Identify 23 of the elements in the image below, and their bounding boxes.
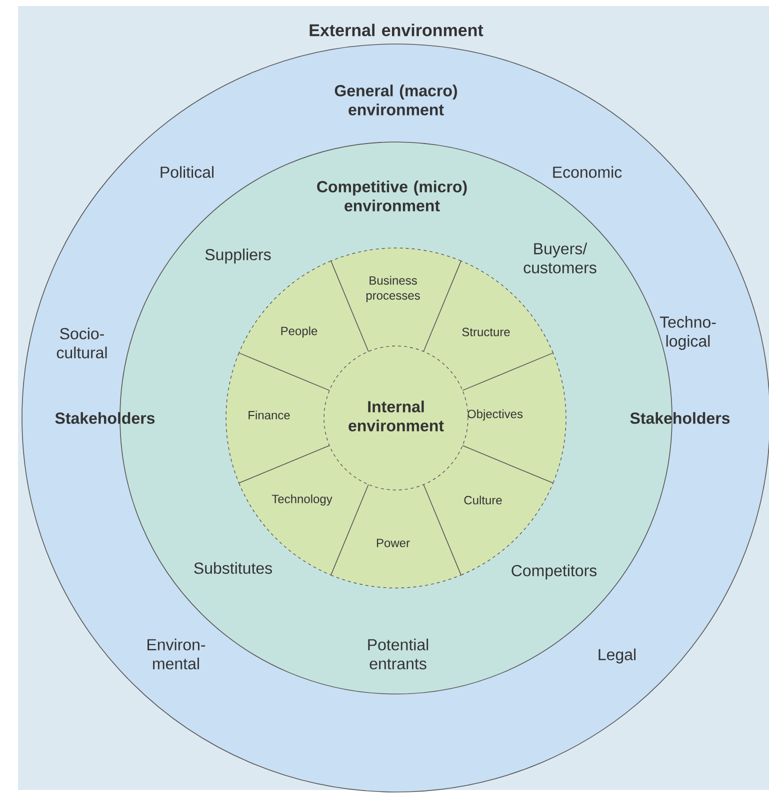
factor-label: Political bbox=[160, 166, 214, 178]
node-label: Finance bbox=[248, 410, 290, 420]
node-label: Objectives bbox=[468, 409, 523, 421]
node-label: Power bbox=[376, 538, 410, 548]
factor-label: Economic bbox=[553, 166, 622, 178]
factor-label: Socio- cultural bbox=[56, 328, 107, 358]
factor-label: Legal bbox=[598, 648, 636, 664]
segment: Business processes bbox=[330, 248, 462, 352]
heading: External environment bbox=[310, 24, 484, 36]
ring-heading: General (macro) environment bbox=[334, 84, 457, 116]
factor-label: Potential entrants bbox=[368, 638, 428, 670]
centre-label: Internal environment bbox=[348, 400, 444, 432]
factor-label: Techno- logical bbox=[660, 316, 716, 350]
node-label: People bbox=[281, 326, 318, 338]
node-label: Culture bbox=[464, 496, 502, 504]
node-label: Technology bbox=[272, 494, 332, 506]
node-label: Business processes bbox=[366, 276, 420, 302]
ring-heading: Competitive (micro) environment bbox=[317, 180, 467, 212]
segment: Finance bbox=[226, 352, 330, 484]
factor-label: Suppliers bbox=[205, 248, 271, 264]
factor-label: Environ- mental bbox=[148, 638, 206, 670]
segment: Objectives bbox=[462, 352, 566, 484]
node-label: Structure bbox=[462, 328, 510, 336]
